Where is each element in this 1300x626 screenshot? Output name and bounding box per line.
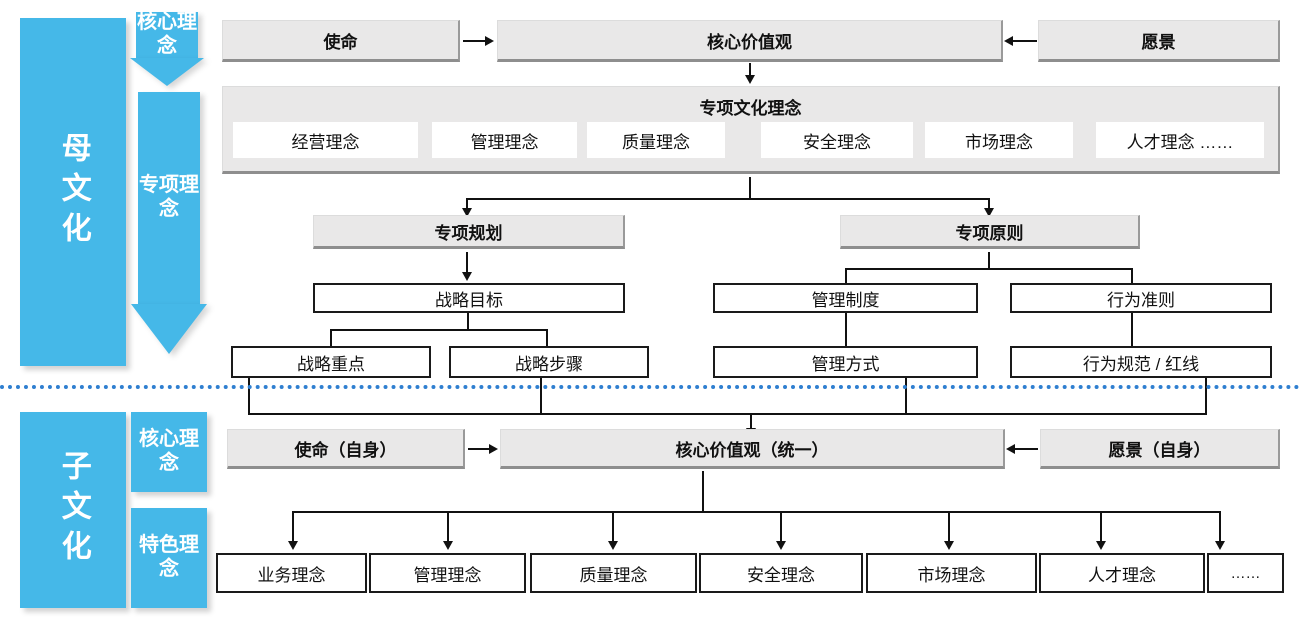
arrow-down-icon	[1096, 541, 1106, 550]
connector-principle-left-drop	[845, 268, 847, 283]
connector-goal-right-drop	[546, 329, 548, 346]
strategy-steps-box[interactable]: 战略步骤	[449, 346, 649, 378]
child-tree-stem	[702, 471, 704, 513]
child-branch-6	[1219, 511, 1221, 545]
child-core-values-box[interactable]: 核心价值观（统一）	[500, 429, 1005, 469]
management-system-box[interactable]: 管理制度	[713, 283, 978, 313]
child-leaf-3[interactable]: 安全理念	[699, 553, 863, 593]
child-tag-core-concept: 核心理念	[131, 412, 207, 492]
parent-vision-box[interactable]: 愿景	[1038, 20, 1280, 62]
connector-principle-bar	[845, 268, 1133, 270]
child-branch-0	[292, 511, 294, 545]
child-leaf-1[interactable]: 管理理念	[369, 553, 526, 593]
child-leaf-0[interactable]: 业务理念	[216, 553, 367, 593]
arrow-down-icon	[443, 541, 453, 550]
parent-arrow-special-concept-label: 专项理念	[138, 92, 200, 304]
arrow-right-icon	[485, 36, 494, 46]
arrow-left-icon	[1004, 36, 1013, 46]
arrow-down-icon	[944, 541, 954, 550]
panel-chip-3[interactable]: 安全理念	[761, 122, 913, 158]
crossline-from-management-mode	[905, 378, 907, 415]
child-leaf-5[interactable]: 人才理念	[1039, 553, 1205, 593]
parent-core-values-box[interactable]: 核心价值观	[497, 20, 1003, 62]
strategy-focus-box[interactable]: 战略重点	[231, 346, 431, 378]
connector-rule-to-norm	[1131, 313, 1133, 346]
arrow-right-icon	[489, 444, 498, 454]
connector-child-vision-to-core	[1015, 448, 1038, 450]
connector-plan-to-goal	[466, 252, 468, 274]
child-vision-box[interactable]: 愿景（自身）	[1040, 429, 1280, 469]
connector-core-to-panel	[749, 63, 751, 77]
child-tag-feature-concept: 特色理念	[131, 508, 207, 608]
connector-principle-right-drop	[1131, 268, 1133, 283]
child-leaf-2[interactable]: 质量理念	[530, 553, 697, 593]
behavior-norm-box[interactable]: 行为规范 / 红线	[1010, 346, 1272, 378]
parent-child-divider	[0, 385, 1300, 389]
connector-panel-bar	[466, 198, 990, 200]
connector-mgmt-to-mode	[845, 313, 847, 346]
child-branch-2	[612, 511, 614, 545]
strategy-goal-box[interactable]: 战略目标	[313, 283, 625, 313]
special-principle-box[interactable]: 专项原则	[840, 215, 1140, 249]
panel-chip-2[interactable]: 质量理念	[587, 122, 725, 158]
connector-panel-stem	[749, 177, 751, 200]
panel-chip-1[interactable]: 管理理念	[432, 122, 577, 158]
management-mode-box[interactable]: 管理方式	[713, 346, 978, 378]
connector-goal-left-drop	[330, 329, 332, 346]
child-branch-3	[780, 511, 782, 545]
child-leaf-6[interactable]: ……	[1207, 553, 1284, 593]
parent-arrow-special-concept: 专项理念	[128, 92, 220, 362]
child-branch-1	[447, 511, 449, 545]
arrow-down-icon	[984, 208, 994, 217]
connector-goal-stem	[467, 313, 469, 330]
connector-principle-stem	[988, 252, 990, 270]
connector-vision-to-core	[1013, 40, 1037, 42]
connector-mission-to-core	[463, 40, 487, 42]
crossline-from-strategy-focus	[248, 378, 250, 415]
parent-arrow-core-concept: 核心理念	[128, 11, 220, 86]
arrow-head-icon	[131, 304, 207, 354]
connector-panel-right-drop	[988, 198, 990, 210]
child-branch-5	[1100, 511, 1102, 545]
crossline-merge-drop	[750, 413, 752, 430]
arrow-down-icon	[462, 208, 472, 217]
arrow-head-icon	[130, 58, 204, 86]
arrow-down-icon	[462, 272, 472, 281]
crossline-from-strategy-steps	[540, 378, 542, 415]
special-culture-panel-title: 专项文化理念	[699, 99, 802, 118]
crossline-from-behavior-norm	[1205, 378, 1207, 415]
child-branch-4	[948, 511, 950, 545]
child-tree-bar	[292, 511, 1221, 513]
arrow-down-icon	[288, 541, 298, 550]
connector-panel-left-drop	[466, 198, 468, 210]
panel-chip-5[interactable]: 人才理念 ……	[1096, 122, 1264, 158]
parent-mission-box[interactable]: 使命	[222, 20, 460, 62]
child-leaf-4[interactable]: 市场理念	[866, 553, 1037, 593]
child-mission-box[interactable]: 使命（自身）	[227, 429, 465, 469]
child-culture-label: 子文化	[20, 412, 126, 608]
arrow-down-icon	[776, 541, 786, 550]
arrow-down-icon	[1215, 541, 1225, 550]
panel-chip-4[interactable]: 市场理念	[925, 122, 1073, 158]
crossline-merge-bar	[248, 413, 1207, 415]
arrow-left-icon	[1006, 444, 1015, 454]
arrow-down-icon	[608, 541, 618, 550]
panel-chip-0[interactable]: 经营理念	[233, 122, 418, 158]
arrow-down-icon	[745, 75, 755, 84]
behavior-rule-box[interactable]: 行为准则	[1010, 283, 1272, 313]
parent-arrow-core-concept-label: 核心理念	[136, 11, 198, 58]
connector-child-mission-to-core	[468, 448, 491, 450]
special-plan-box[interactable]: 专项规划	[313, 215, 625, 249]
connector-goal-bar	[330, 329, 548, 331]
parent-culture-label: 母文化	[20, 18, 126, 366]
